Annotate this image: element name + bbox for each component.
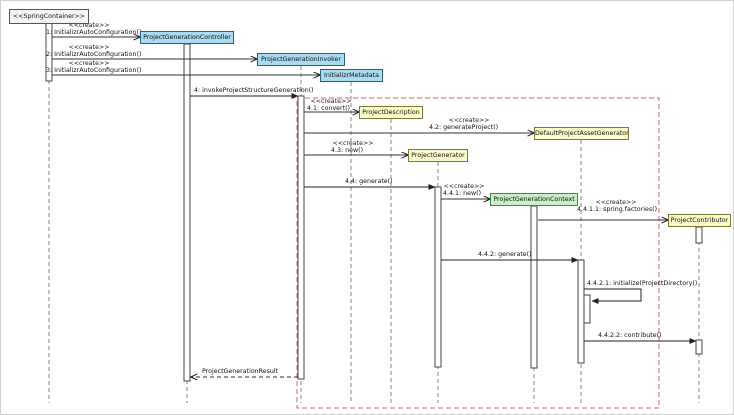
participant-project-generator: ProjectGenerator [408, 149, 468, 162]
participant-default-project-asset-generator: DefaultProjectAssetGenerator [534, 127, 629, 140]
create-stereotype-m4-2: <<create>> [448, 117, 490, 124]
create-stereotype-m4-4-1-1: <<create>> [595, 199, 637, 206]
message-label-4-2: 4.2: generateProject() [429, 124, 499, 131]
participant-project-description: ProjectDescription [359, 106, 423, 119]
message-label-4-4-1: 4.4.1: new() [443, 190, 482, 197]
participant-project-generation-invoker: ProjectGenerationInvoker [257, 53, 345, 66]
message-label-4-3: 4.3: new() [331, 147, 364, 154]
message-label-4-4: 4.4: generate() [345, 178, 393, 185]
participant-spring-container: <<SpringContainer>> [9, 9, 89, 24]
participant-project-generation-controller: ProjectGenerationController [140, 31, 234, 44]
create-stereotype-m4-3: <<create>> [332, 140, 374, 147]
message-label-2: 2: InitializrAutoConfiguration() [46, 51, 142, 58]
message-label-3: 3: InitializrAutoConfiguration() [46, 67, 142, 74]
participant-project-contributor: ProjectContributor [668, 214, 731, 227]
participant-project-generation-context: ProjectGenerationContext [490, 193, 578, 206]
sync-message-arrows [190, 93, 697, 344]
message-label-4-4-2: 4.4.2: generate() [478, 251, 532, 258]
create-stereotype-m2: <<create>> [68, 44, 110, 51]
create-stereotype-m3: <<create>> [68, 60, 110, 67]
message-label-return: ProjectGenerationResult [202, 368, 279, 375]
message-label-1: 1: InitializrAutoConfiguration() [46, 29, 142, 36]
message-label-4-4-2-1: 4.4.2.1: initialize(ProjectDirectory() [587, 280, 698, 287]
activation-bars [45, 22, 703, 382]
create-stereotype-m4-1: <<create>> [310, 98, 352, 105]
fragment-frame [296, 97, 660, 409]
create-message-arrows [52, 37, 668, 220]
message-label-4-1: 4.1: convert() [307, 105, 351, 112]
message-label-4-4-1-1: 4.4.1.1: spring.factories() [577, 206, 658, 213]
message-label-4-4-2-2: 4.4.2.2: contribute() [598, 332, 662, 339]
create-stereotype-m4-4-1: <<create>> [443, 183, 485, 190]
participant-initializr-metadata: InitializrMetadata [320, 69, 383, 82]
message-label-4: 4: invokeProjectStructureGeneration() [194, 87, 314, 94]
create-stereotype-m1: <<create>> [68, 22, 110, 29]
